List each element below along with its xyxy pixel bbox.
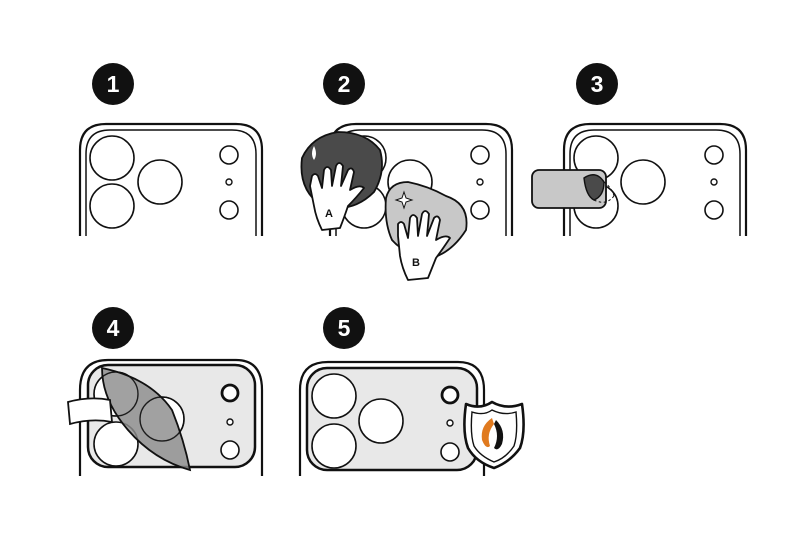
step-number: 1 — [107, 71, 120, 97]
microphone — [219, 200, 239, 220]
water-drop-icon — [312, 146, 316, 160]
pull-tab — [67, 397, 114, 426]
step-number: 4 — [107, 315, 120, 341]
step-number: 2 — [338, 71, 351, 97]
hand-label-b: B — [412, 257, 420, 269]
camera-lens — [137, 159, 183, 205]
hand-label-a: A — [325, 208, 333, 220]
step-badge: 5 — [323, 307, 365, 349]
step-badge: 2 — [323, 63, 365, 105]
step-badge: 4 — [92, 307, 134, 349]
sensor — [225, 178, 233, 186]
step-number: 3 — [591, 71, 604, 97]
sparkle-icon — [394, 190, 414, 210]
step-3: 3 — [531, 63, 748, 236]
step-1: 1 — [78, 63, 264, 236]
protective-film — [67, 366, 192, 472]
dust-removal-sticker — [531, 169, 615, 209]
camera-lens — [89, 135, 135, 181]
step-badge: 1 — [92, 63, 134, 105]
flash — [219, 145, 239, 165]
hand-icon: A — [309, 162, 365, 231]
camera-lens — [89, 183, 135, 229]
camera-module — [298, 360, 486, 476]
step-4: 4 — [67, 307, 264, 476]
camera-module — [562, 122, 748, 236]
hand-icon: B — [397, 210, 451, 281]
shield-icon — [463, 400, 525, 470]
step-2: 2 A B — [300, 63, 514, 281]
camera-module — [78, 122, 264, 236]
step-5: 5 — [298, 307, 525, 476]
step-badge: 3 — [576, 63, 618, 105]
step-number: 5 — [338, 315, 351, 341]
brand-mark-icon — [481, 418, 494, 448]
